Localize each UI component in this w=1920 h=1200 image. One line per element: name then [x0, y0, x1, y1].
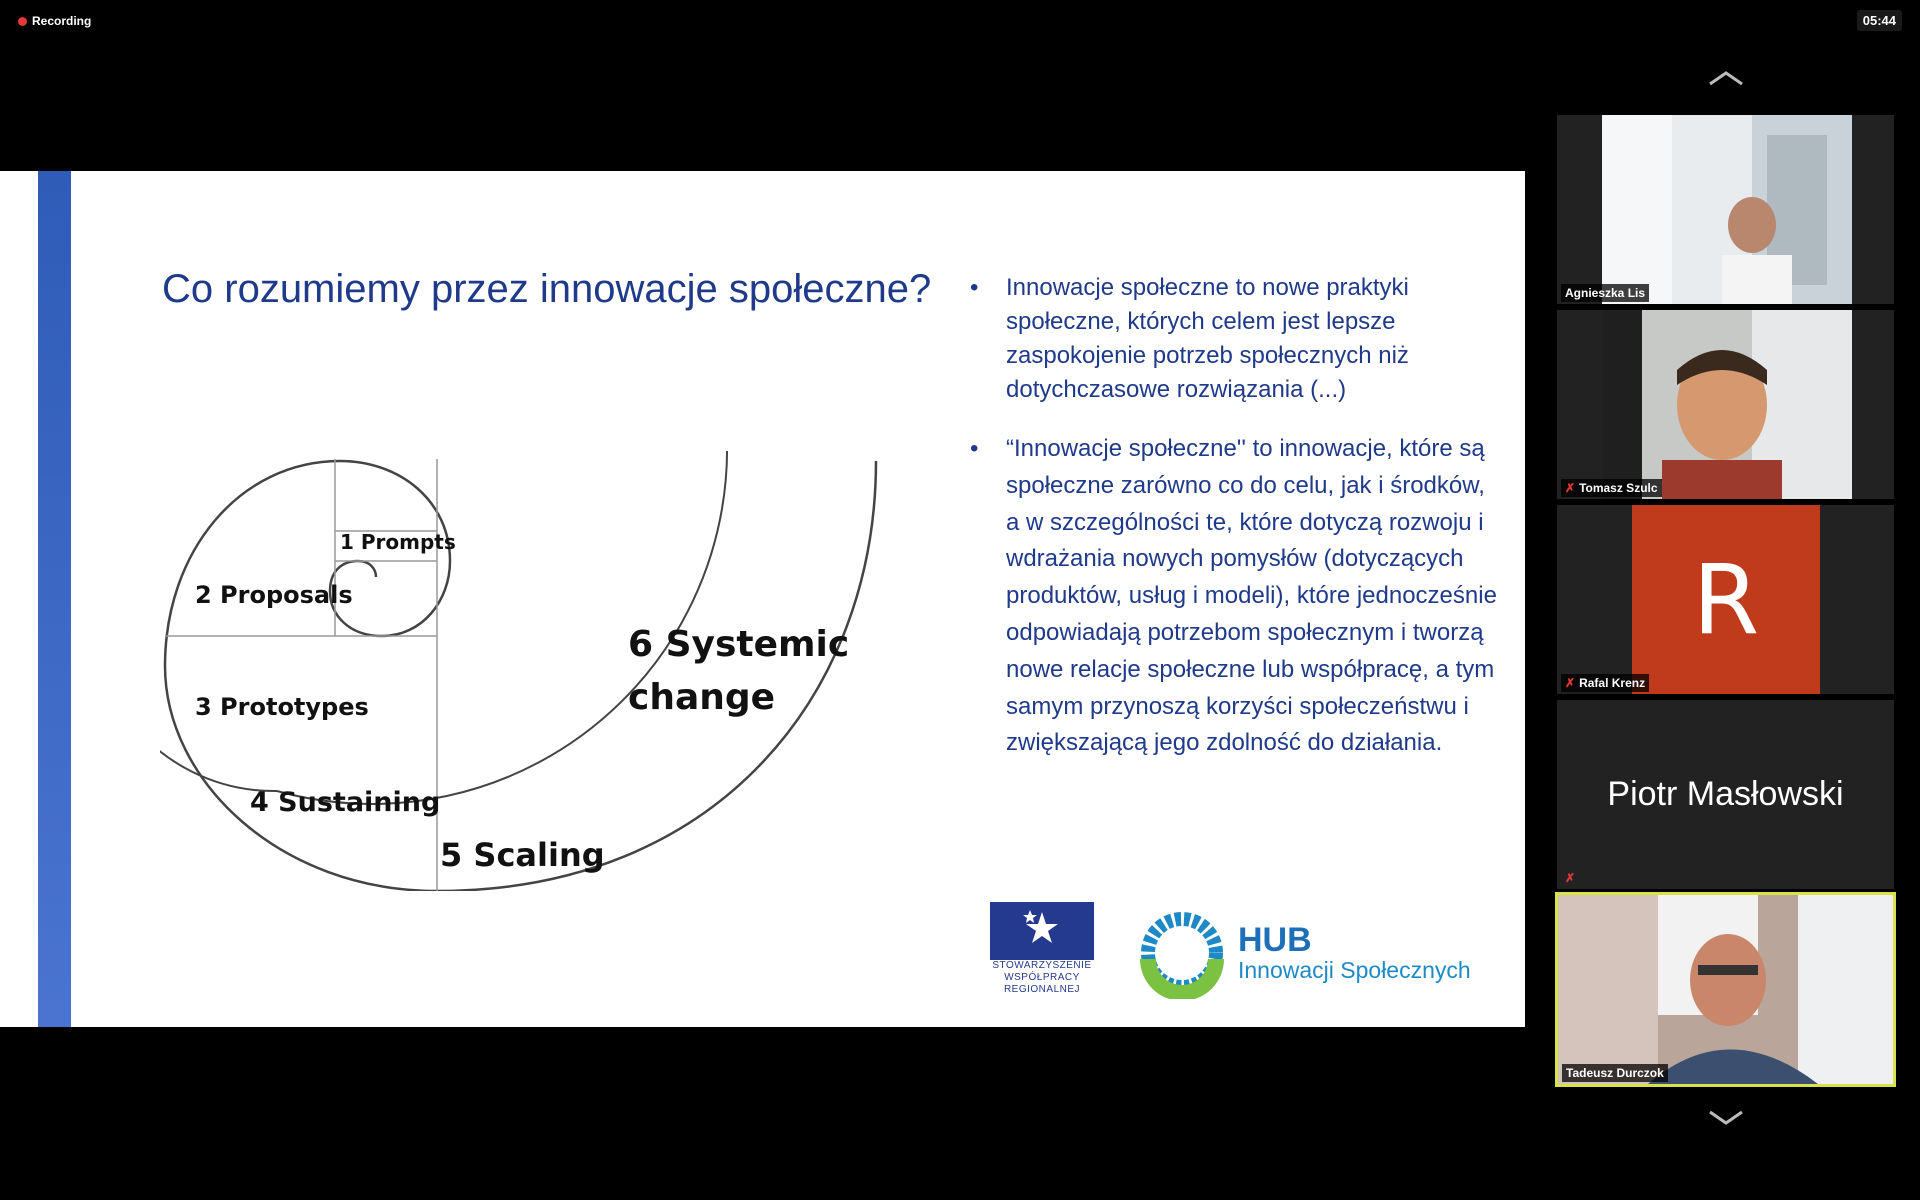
participant-video [1602, 115, 1852, 304]
spiral-label-5: 5 Scaling [440, 836, 605, 874]
participant-video [1558, 895, 1893, 1084]
participant-tile-active-speaker[interactable]: Tadeusz Durczok [1555, 892, 1896, 1087]
muted-mic-icon: ✗ [1565, 481, 1576, 495]
participant-name-badge: ✗ Tomasz Szulc [1561, 479, 1662, 497]
slide-title: Co rozumiemy przez innowacje społeczne? [162, 267, 932, 311]
recording-dot-icon [18, 16, 27, 26]
hub-logo-title: HUB [1238, 921, 1312, 959]
slide-bullet-list: Innowacje społeczne to nowe praktyki spo… [970, 271, 1500, 786]
participant-name: Tadeusz Durczok [1566, 1066, 1664, 1080]
bullet-item: “Innowacje społeczne'' to innowacje, któ… [970, 431, 1500, 762]
participant-name-badge: Agnieszka Lis [1561, 284, 1650, 302]
participant-tile[interactable]: Agnieszka Lis [1557, 115, 1894, 304]
participant-name-display: Piotr Masłowski [1607, 775, 1844, 813]
ssr-logo-line-1: STOWARZYSZENIE [992, 960, 1092, 971]
participant-name-badge: ✗ [1561, 869, 1579, 887]
participant-name: Tomasz Szulc [1579, 481, 1658, 495]
muted-mic-icon: ✗ [1565, 676, 1576, 690]
participant-name-badge: ✗ Rafal Krenz [1561, 674, 1650, 692]
gallery-up-chevron-icon[interactable] [1708, 70, 1744, 86]
ssr-logo: STOWARZYSZENIE WSPÓŁPRACY REGIONALNEJ [990, 902, 1094, 996]
spiral-label-4: 4 Sustaining [250, 787, 440, 818]
participant-name: Agnieszka Lis [1565, 286, 1646, 300]
muted-mic-icon: ✗ [1565, 871, 1576, 885]
hub-logo: HUB Innowacji Społecznych [1140, 907, 1471, 999]
spiral-label-1: 1 Prompts [340, 530, 456, 554]
participant-tile[interactable]: R ✗ Rafal Krenz [1557, 505, 1894, 694]
hub-logo-mark [1140, 912, 1224, 999]
spiral-label-3: 3 Prototypes [195, 693, 369, 721]
avatar: R [1632, 505, 1820, 694]
gallery-down-chevron-icon[interactable] [1708, 1110, 1744, 1126]
recording-indicator: Recording [18, 14, 91, 28]
shared-screen-slide: Co rozumiemy przez innowacje społeczne? … [0, 171, 1525, 1027]
participant-tile[interactable]: Piotr Masłowski ✗ [1557, 700, 1894, 889]
slide-accent-bar [38, 171, 71, 1027]
spiral-label-6b: change [628, 677, 775, 718]
participant-name: Rafal Krenz [1579, 676, 1646, 690]
participant-video [1602, 310, 1852, 499]
participant-tile[interactable]: ✗ Tomasz Szulc [1557, 310, 1894, 499]
ssr-logo-line-3: REGIONALNEJ [1003, 984, 1081, 995]
participant-name-badge: Tadeusz Durczok [1562, 1064, 1668, 1082]
recording-label: Recording [32, 14, 92, 28]
innovation-spiral-diagram: 1 Prompts 2 Proposals 3 Prototypes 4 Sus… [160, 451, 878, 891]
ssr-logo-mark [990, 902, 1094, 960]
hub-logo-subtitle: Innowacji Społecznych [1238, 957, 1471, 983]
spiral-label-6a: 6 Systemic [628, 624, 849, 665]
meeting-timer: 05:44 [1856, 10, 1902, 31]
bullet-item: Innowacje społeczne to nowe praktyki spo… [970, 271, 1500, 407]
spiral-label-2: 2 Proposals [195, 581, 353, 609]
ssr-logo-line-2: WSPÓŁPRACY [1004, 972, 1080, 983]
